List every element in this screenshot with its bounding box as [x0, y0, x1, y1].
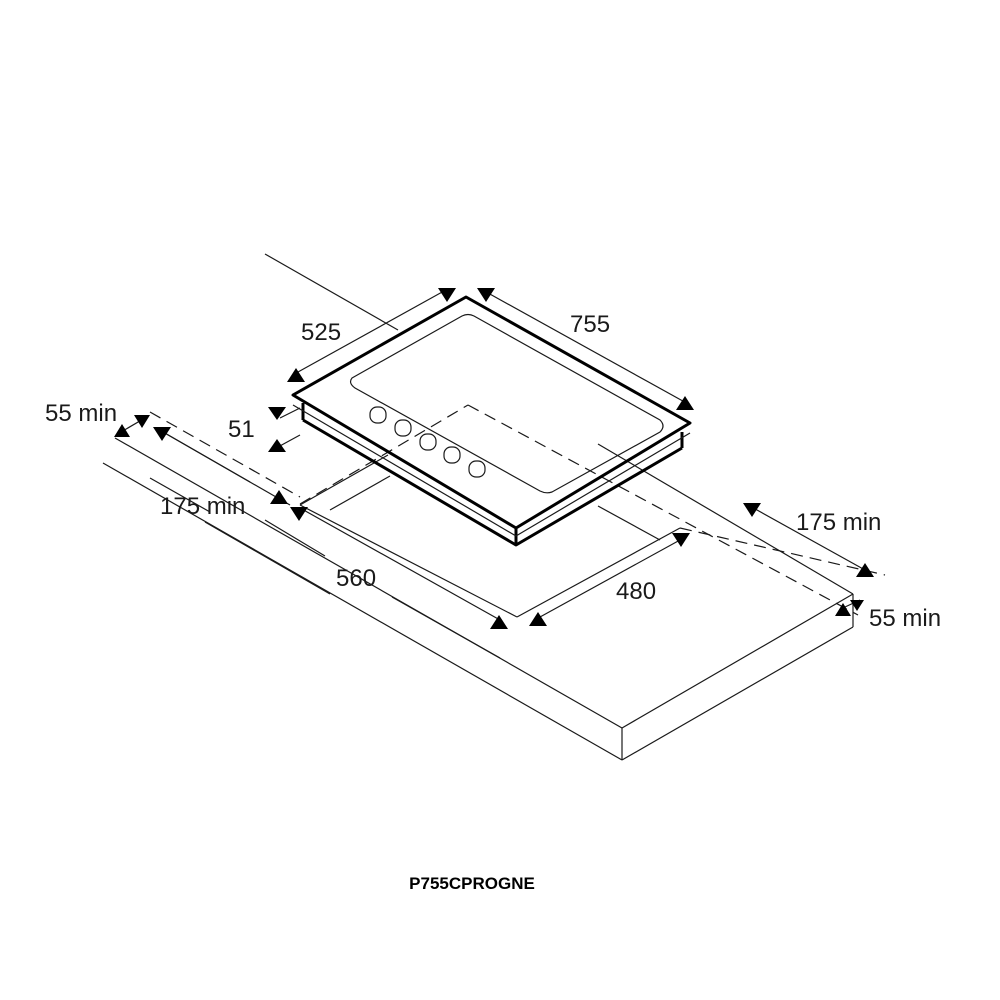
knob-icon [419, 433, 437, 451]
arrow-down-icon [438, 288, 456, 302]
knob-icon [443, 446, 461, 464]
front-clearance-right-label: 55 min [869, 605, 941, 632]
hob [291, 295, 692, 547]
arrow-down-icon [290, 507, 308, 521]
arrow-up-icon [114, 424, 130, 437]
arrow-up-icon [835, 603, 851, 616]
cutout-depth-label: 480 [616, 578, 656, 605]
cutout-width-label: 560 [336, 565, 376, 592]
knob-icon [468, 460, 486, 478]
dimension-lines [120, 290, 866, 659]
arrow-up-icon [856, 563, 874, 577]
arrow-up-icon [268, 439, 286, 452]
dimension-arrows [114, 288, 874, 629]
arrow-down-icon [134, 415, 150, 428]
hob-width-label: 755 [570, 311, 610, 338]
front-clearance-left-label: 55 min [45, 400, 117, 427]
arrow-up-icon [287, 368, 305, 382]
hob-height-label: 51 [228, 416, 255, 443]
control-knobs [369, 406, 486, 478]
worktop [102, 253, 854, 761]
side-clearance-right-label: 175 min [796, 509, 881, 536]
arrow-down-icon [477, 288, 495, 302]
arrow-up-icon [676, 396, 694, 410]
arrow-up-icon [490, 615, 508, 629]
arrow-down-icon [743, 503, 761, 517]
cutout [149, 404, 886, 618]
hob-depth-label: 525 [301, 319, 341, 346]
arrow-down-icon [268, 407, 286, 420]
knob-icon [394, 419, 412, 437]
arrow-up-icon [529, 612, 547, 626]
arrow-down-icon [672, 533, 690, 547]
arrow-up-icon [270, 490, 288, 504]
knob-icon [369, 406, 387, 424]
model-name: P755CPROGNE [409, 874, 535, 893]
arrow-down-icon [153, 427, 171, 441]
side-clearance-left-label: 175 min [160, 493, 245, 520]
arrow-down-icon [850, 600, 864, 611]
